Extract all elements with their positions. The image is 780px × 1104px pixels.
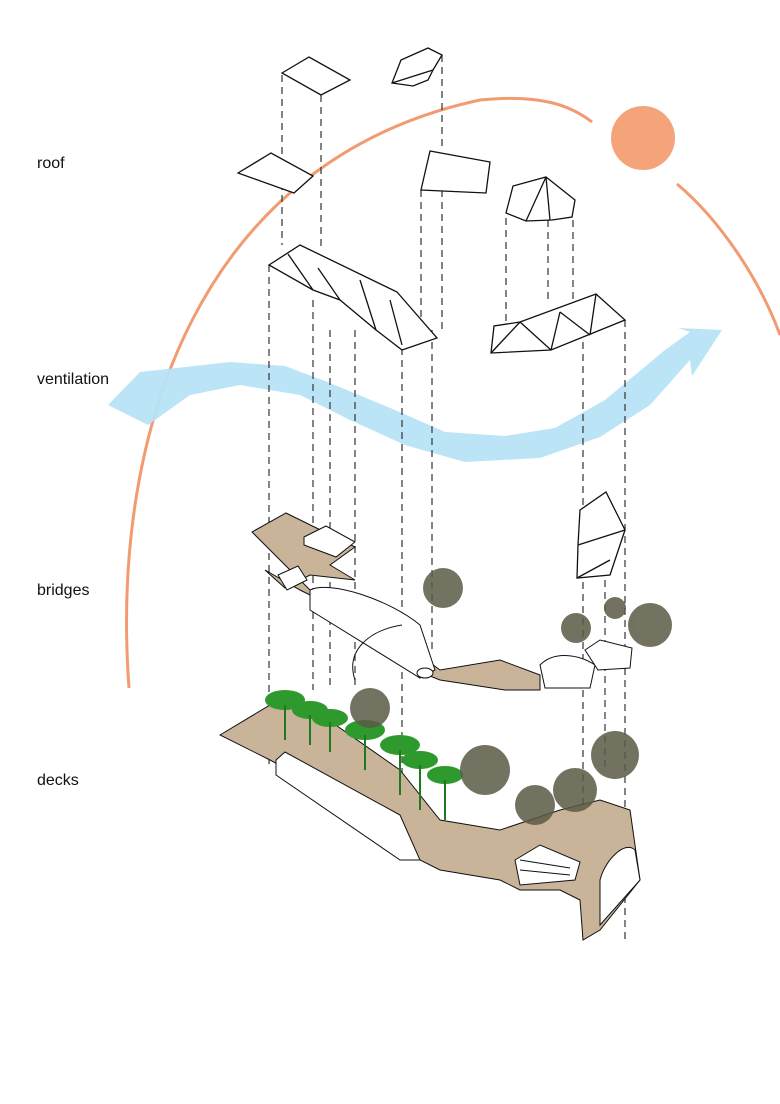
sun-icon: [611, 106, 675, 170]
layer-label-ventilation: ventilation: [37, 371, 110, 388]
ventilation-arrow: [108, 328, 722, 462]
roof-elements: [236, 47, 627, 579]
bridges-layer: [251, 512, 633, 691]
deck-surface: [218, 699, 641, 941]
layer-label-bridges: bridges: [37, 582, 90, 599]
canopy-trees: [350, 568, 672, 825]
decks-layer: [218, 699, 641, 941]
layer-label-roof: roof: [37, 155, 65, 172]
sun-path-arc-right: [676, 182, 780, 336]
layer-label-decks: decks: [37, 772, 79, 789]
sun-path-arc: [125, 96, 593, 689]
palm-trees: [265, 690, 463, 820]
